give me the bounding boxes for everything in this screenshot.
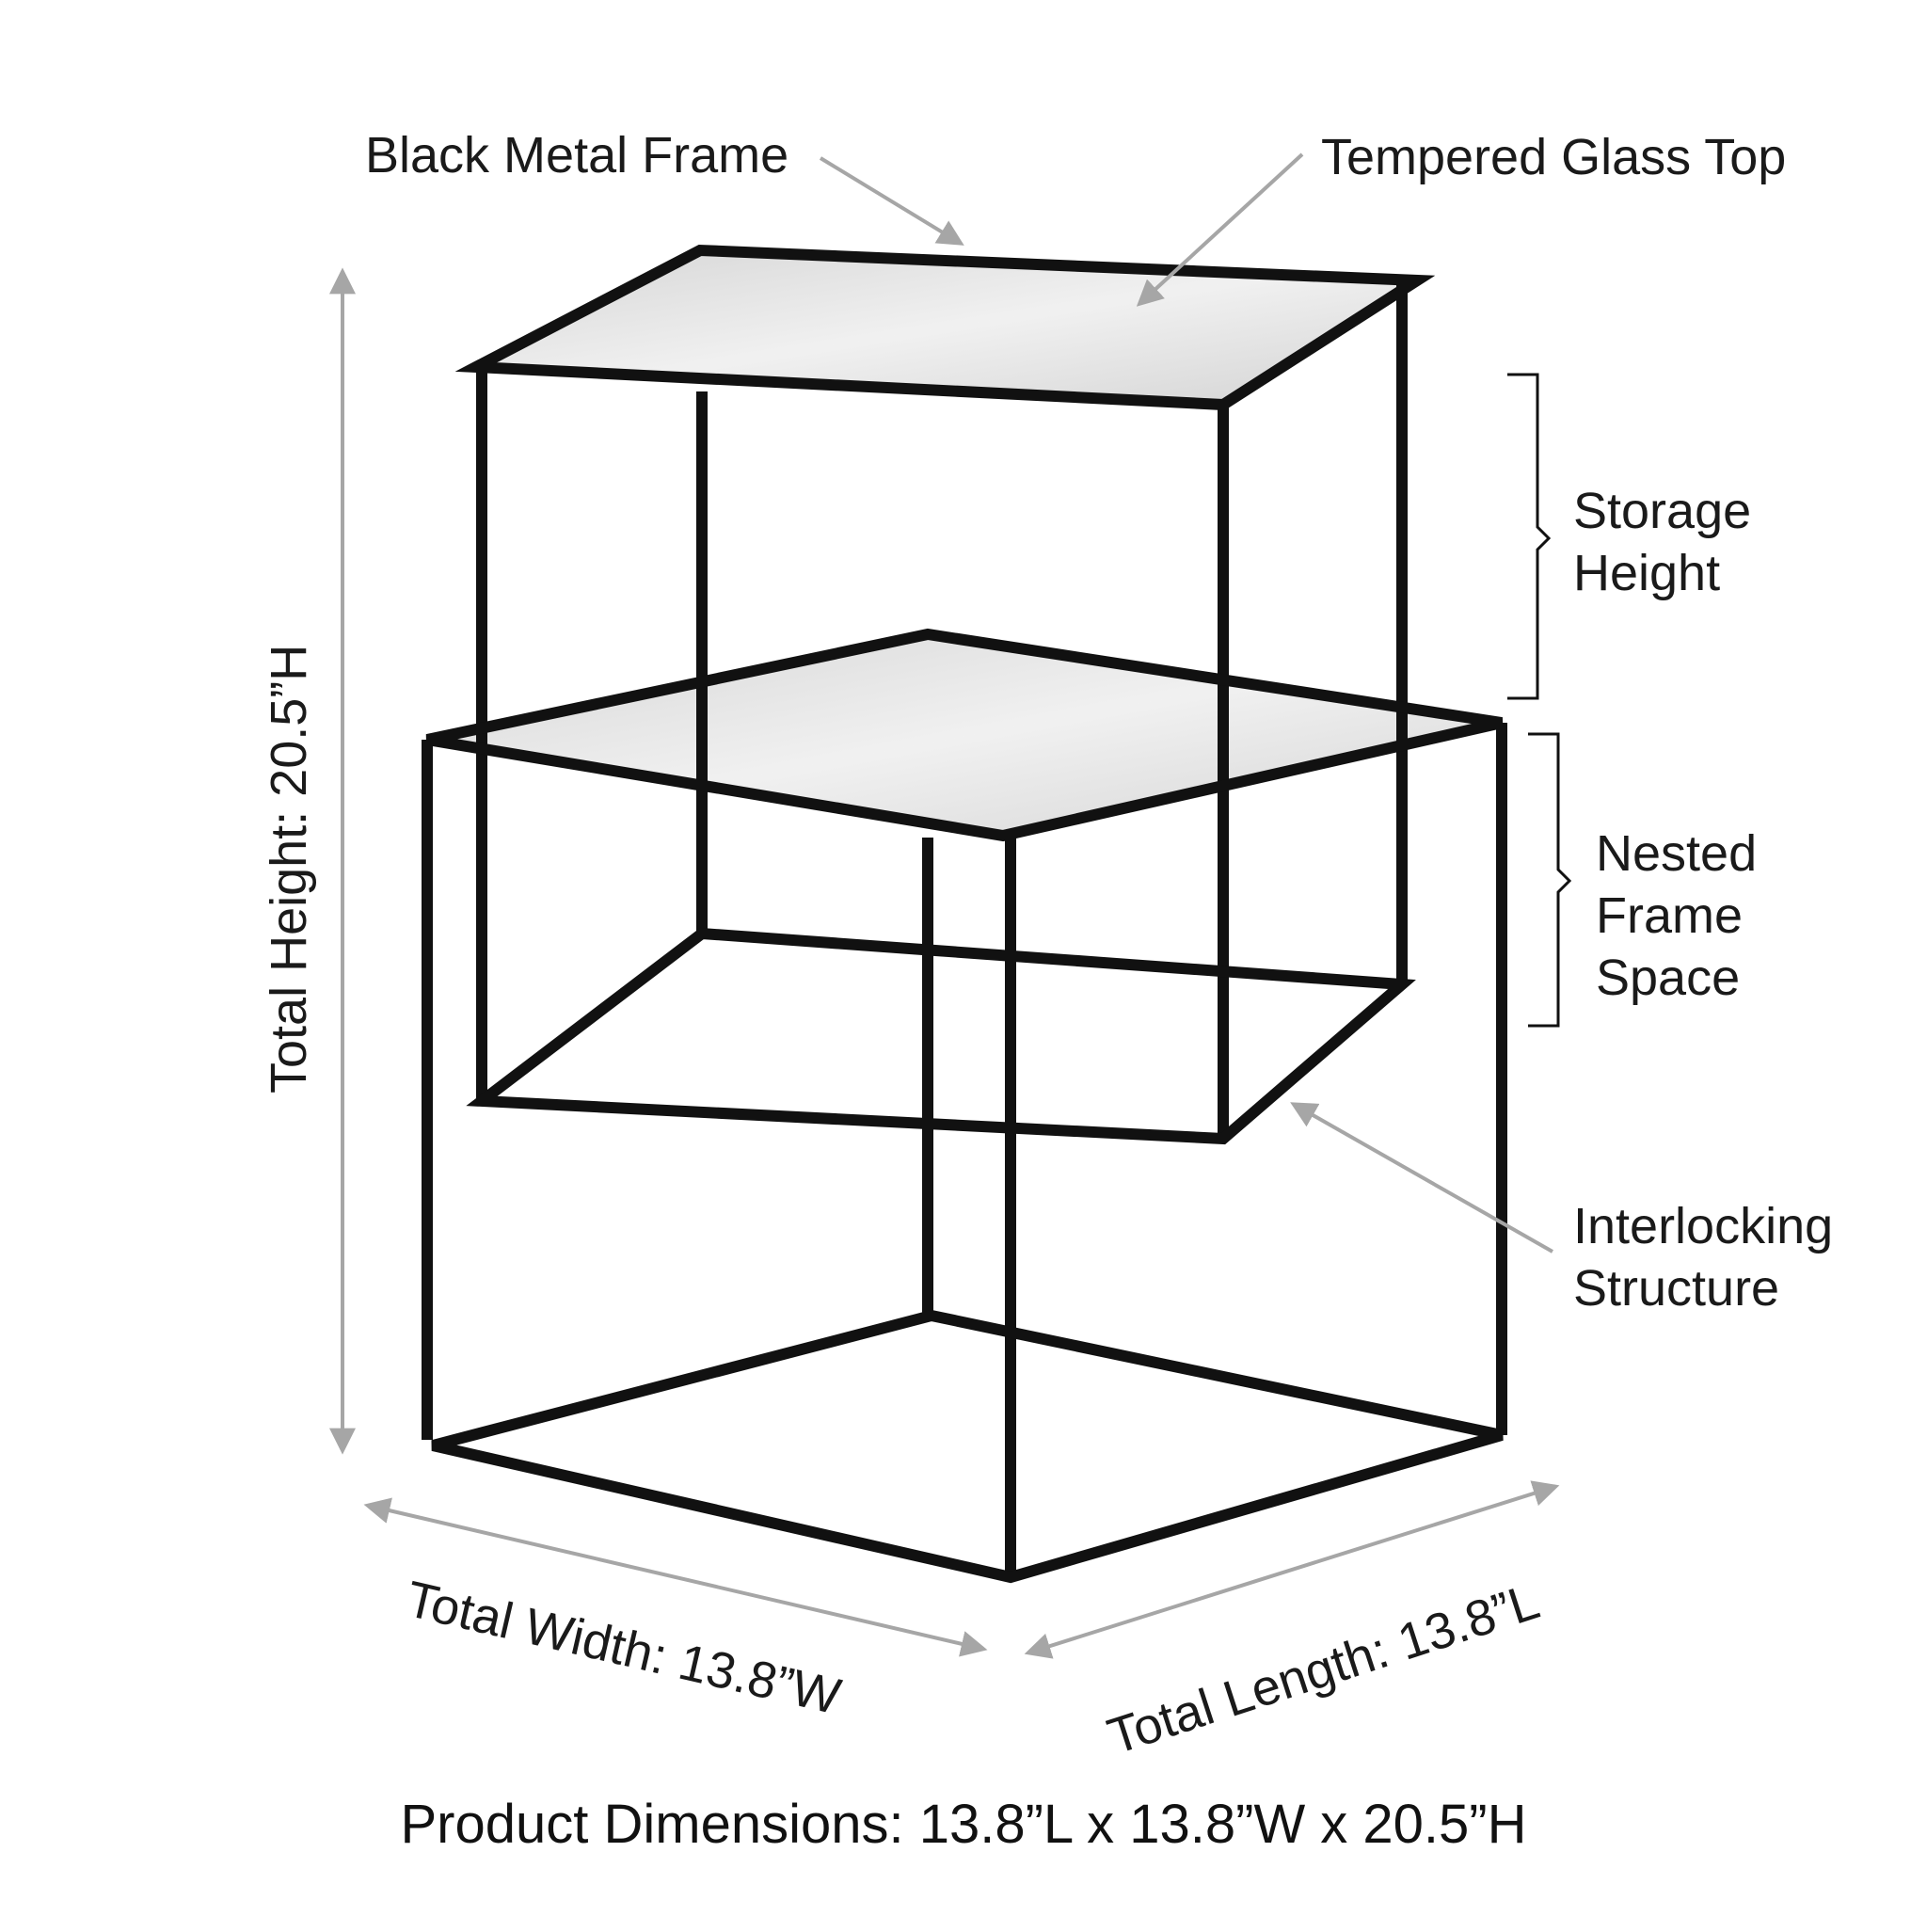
label-total-height: Total Height: 20.5”H (261, 644, 317, 1094)
label-storage-height-line-2: Height (1573, 545, 1721, 601)
metal-frame (422, 244, 1507, 1584)
upper-cube-bottom (466, 927, 1416, 1145)
label-nested-frame-space-line-1: Nested (1596, 825, 1758, 882)
upper-cube-top (454, 244, 1436, 411)
brackets (1507, 373, 1572, 1028)
label-nested-frame-space: Nested Frame Space (1596, 822, 1757, 1009)
label-tempered-glass-top: Tempered Glass Top (1321, 129, 1787, 185)
label-storage-height-line-1: Storage (1573, 483, 1752, 539)
arrow-interlocking-structure (1290, 1102, 1553, 1253)
arrow-black-metal-frame (819, 156, 964, 246)
bracket-nested-frame-space (1528, 732, 1572, 1028)
label-black-metal-frame: Black Metal Frame (365, 127, 789, 184)
label-nested-frame-space-line-3: Space (1596, 950, 1741, 1006)
leader-arrows (329, 152, 1560, 1659)
label-nested-frame-space-line-2: Frame (1596, 887, 1744, 944)
lower-cube-bottom (431, 1309, 1504, 1584)
top-glass-panel (482, 254, 1411, 401)
bracket-storage-height (1507, 373, 1552, 700)
middle-glass-panel (435, 637, 1496, 836)
label-interlocking-structure: Interlocking Structure (1573, 1195, 1833, 1319)
arrow-tempered-glass-top (1136, 152, 1304, 307)
label-interlocking-structure-line-2: Structure (1573, 1260, 1780, 1317)
label-storage-height: Storage Height (1573, 480, 1751, 604)
product-dimensions-caption: Product Dimensions: 13.8”L x 13.8”W x 20… (400, 1794, 1527, 1855)
arrow-total-length (1024, 1480, 1560, 1659)
label-interlocking-structure-line-1: Interlocking (1573, 1198, 1834, 1254)
arrow-total-width (363, 1497, 988, 1657)
